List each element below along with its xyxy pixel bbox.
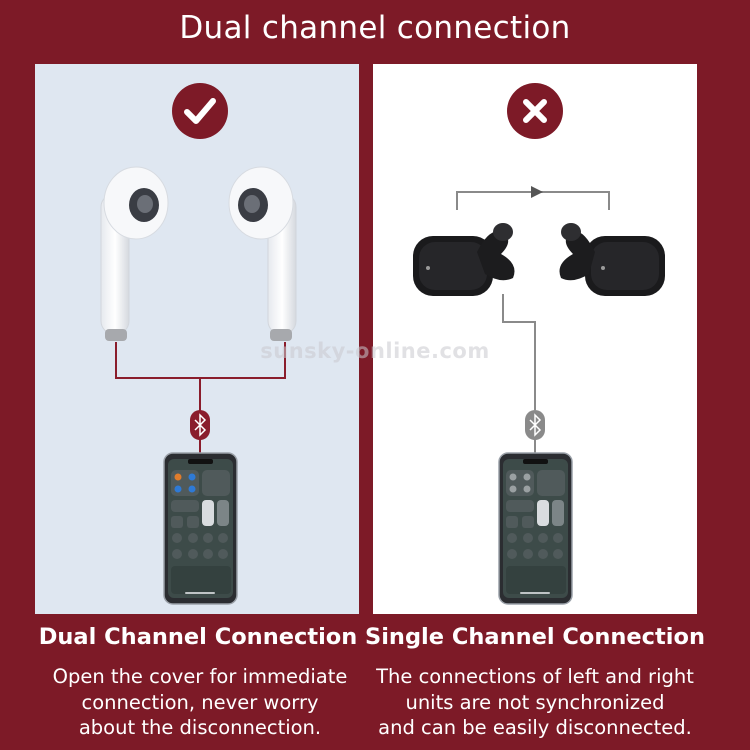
dual-channel-description: Open the cover for immediate connection,…: [35, 664, 365, 741]
earbud-left-icon: [413, 223, 515, 296]
bluetooth-icon: [190, 410, 210, 440]
single-channel-heading: Single Channel Connection: [365, 624, 705, 650]
description-line: Open the cover for immediate: [52, 665, 348, 688]
description-line: units are not synchronized: [405, 690, 665, 714]
description-line: about the disconnection.: [78, 716, 322, 739]
cross-icon: [523, 99, 547, 123]
check-icon: [184, 98, 216, 124]
smartphone-icon: [498, 452, 573, 605]
dual-channel-panel: [35, 64, 359, 614]
check-badge: [172, 83, 228, 139]
arrow-right-icon: [531, 186, 543, 198]
watermark: sunsky-online.com: [260, 339, 490, 363]
description-line: and can be easily disconnected.: [378, 716, 692, 739]
earbud-right-icon: [559, 223, 665, 296]
description-line: The connections of left and right: [376, 665, 694, 688]
single-channel-description: The connections of left and right units …: [363, 664, 707, 741]
smartphone-icon: [163, 452, 238, 605]
description-line: connection, never worry: [81, 690, 319, 714]
cross-badge: [507, 83, 563, 139]
earbud-left-icon: [100, 166, 169, 341]
bluetooth-icon: [525, 410, 545, 440]
dual-channel-heading: Dual Channel Connection: [38, 624, 358, 650]
earbud-right-icon: [228, 166, 297, 341]
single-channel-panel: [373, 64, 697, 614]
page-title: Dual channel connection: [179, 10, 571, 46]
